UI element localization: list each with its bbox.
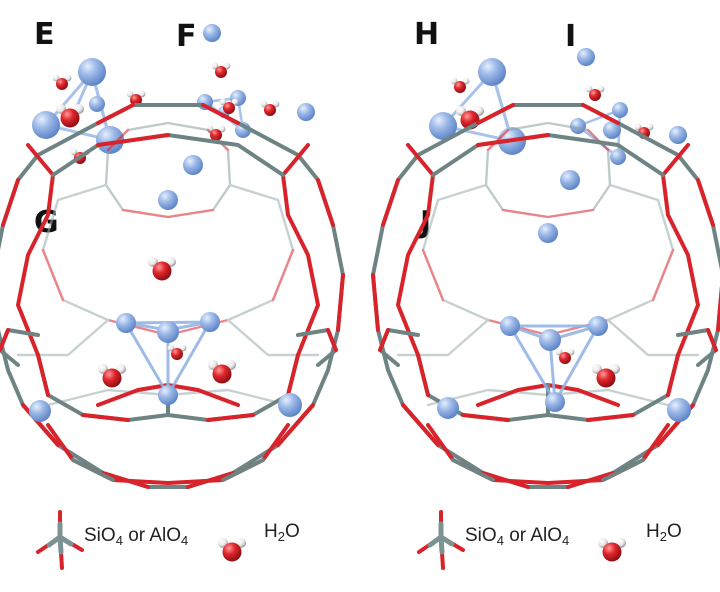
water-molecule xyxy=(167,344,187,360)
water-molecule xyxy=(450,77,470,93)
cation-atom xyxy=(545,392,565,412)
cation-atom xyxy=(612,102,628,118)
water-molecule xyxy=(211,62,231,78)
cation-atom xyxy=(29,400,51,422)
cation-atom xyxy=(437,397,459,419)
cation-atom xyxy=(669,126,687,144)
panel-label-h: H xyxy=(414,17,440,52)
panel-i-cluster xyxy=(560,48,687,190)
cation-atom xyxy=(610,149,626,165)
legend-water-label-left: H2O xyxy=(264,521,300,544)
panel-g-cage xyxy=(0,103,345,489)
panel-label-i: I xyxy=(565,19,577,54)
panel-j-cage xyxy=(371,103,720,489)
legend-framework-icon-left xyxy=(36,510,84,570)
cation-atom xyxy=(200,312,220,332)
cation-atom xyxy=(538,223,558,243)
cation-atom xyxy=(158,385,178,405)
cation-atom xyxy=(183,155,203,175)
cation-atom xyxy=(560,170,580,190)
water-molecule xyxy=(56,104,84,128)
cation-atom xyxy=(32,111,60,139)
water-molecule xyxy=(52,74,72,90)
water-molecule xyxy=(98,364,126,388)
cation-atom xyxy=(588,316,608,336)
cation-atom xyxy=(429,112,457,140)
legend-water-icon-left xyxy=(218,538,246,562)
cation-atom xyxy=(89,96,105,112)
panel-label-f: F xyxy=(176,19,197,54)
legend-framework-icon-right xyxy=(417,510,465,570)
cation-atom xyxy=(158,190,178,210)
cation-atom xyxy=(157,321,179,343)
cation-atom xyxy=(297,103,315,121)
cation-atom xyxy=(603,121,621,139)
water-molecule xyxy=(592,364,620,388)
water-molecule xyxy=(585,85,605,101)
cation-atom xyxy=(539,329,561,351)
legend-water-label-right: H2O xyxy=(646,521,682,544)
water-molecule xyxy=(208,360,236,384)
water-molecule xyxy=(148,257,176,281)
cation-atom xyxy=(667,398,691,422)
legend-framework-label-right: SiO4 or AlO4 xyxy=(465,525,570,548)
cation-atom xyxy=(500,316,520,336)
cation-atom xyxy=(203,24,221,42)
cation-atom xyxy=(78,58,106,86)
cation-atom xyxy=(577,48,595,66)
panel-label-e: E xyxy=(34,17,55,52)
cation-atom xyxy=(116,313,136,333)
water-molecule xyxy=(555,348,575,364)
cation-atom xyxy=(478,58,506,86)
legend-water-icon-right xyxy=(598,538,626,562)
water-molecule xyxy=(260,100,280,116)
cation-atom xyxy=(570,118,586,134)
legend-framework-label-left: SiO4 or AlO4 xyxy=(84,525,189,548)
cation-atom xyxy=(96,126,124,154)
cation-atom xyxy=(278,393,302,417)
panel-e-cluster xyxy=(32,58,146,164)
